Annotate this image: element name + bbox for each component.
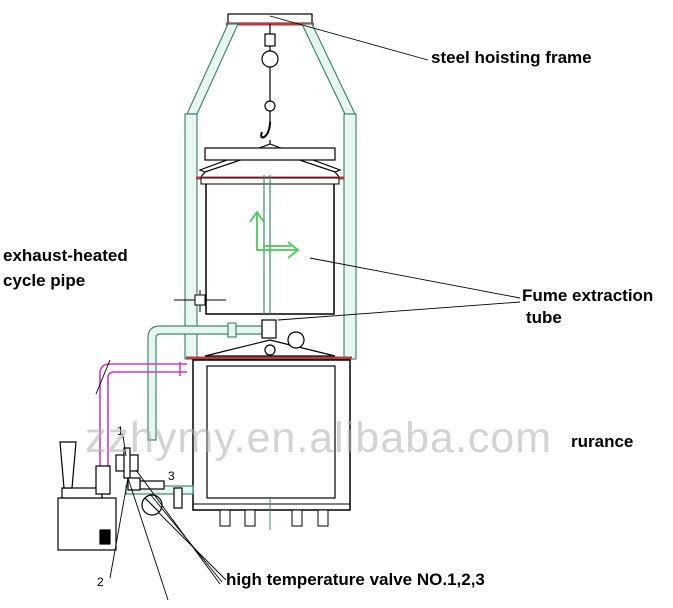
furnace-lid (186, 331, 352, 360)
fume-extraction-tube (147, 319, 277, 441)
exhaust-heated-cycle-pipe (99, 362, 187, 495)
valve-number-1: 1 (117, 424, 124, 438)
label-fume-extraction: Fume extraction (522, 286, 654, 305)
valve-1 (115, 447, 139, 479)
watermark: zzhymy.en.alibaba.com (85, 414, 553, 462)
label-high-temperature-valve: high temperature valve NO.1,2,3 (226, 570, 485, 589)
frame-top-plate (227, 13, 313, 24)
frame-valve (174, 290, 226, 312)
label-steel-hoisting-frame: steel hoisting frame (431, 48, 592, 67)
label-furnace-fragment: rurance (571, 432, 634, 451)
flow-arrow (249, 210, 300, 259)
hoist-hook (260, 24, 279, 150)
frame-left-leg (184, 23, 239, 360)
upper-pot (196, 175, 344, 315)
lifting-beam (198, 143, 342, 179)
label-exhaust-heated: exhaust-heated (3, 246, 128, 265)
leader-lines (95, 15, 521, 601)
valve-number-3: 3 (168, 469, 175, 483)
valve-number-2: 2 (97, 575, 104, 589)
label-cycle-pipe: cycle pipe (3, 271, 86, 290)
label-fume-tube: tube (526, 308, 562, 327)
furnace-body (192, 359, 351, 530)
valve-3 (139, 480, 165, 516)
blower-unit (57, 441, 117, 551)
